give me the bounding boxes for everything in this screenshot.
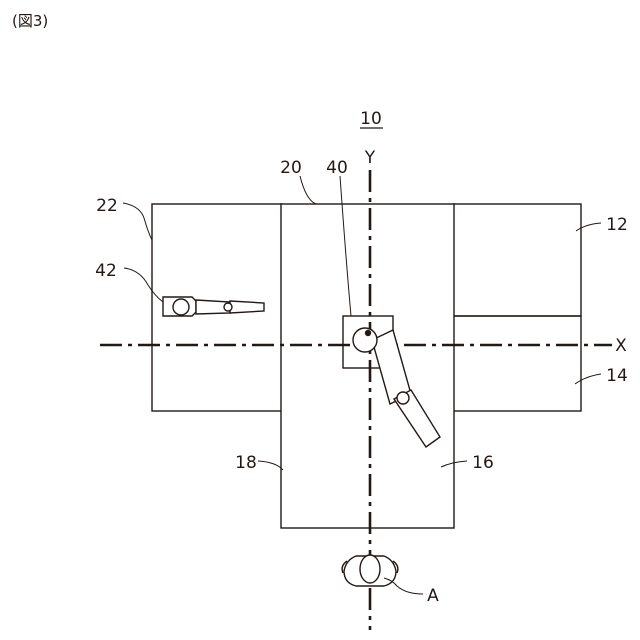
label-axis-x: X [615,336,627,356]
label-cell-left: 22 [96,196,118,216]
left-robot-arm [163,297,264,316]
region-bottom-right-rect [453,316,581,411]
operator-figure [342,555,398,586]
table-center-rect [281,204,454,528]
label-region-center-right: 16 [472,453,494,473]
label-region-bottom-right: 14 [606,366,628,386]
label-region-top-right: 12 [606,215,628,235]
label-table-center: 20 [280,158,302,178]
label-axis-y: Y [364,148,376,168]
label-robot-center: 40 [326,158,348,178]
label-region-center-left: 18 [235,453,257,473]
label-robot-left: 42 [95,261,117,281]
label-operator: A [427,586,439,606]
region-top-right-rect [453,204,581,316]
label-system: 10 [360,109,382,129]
